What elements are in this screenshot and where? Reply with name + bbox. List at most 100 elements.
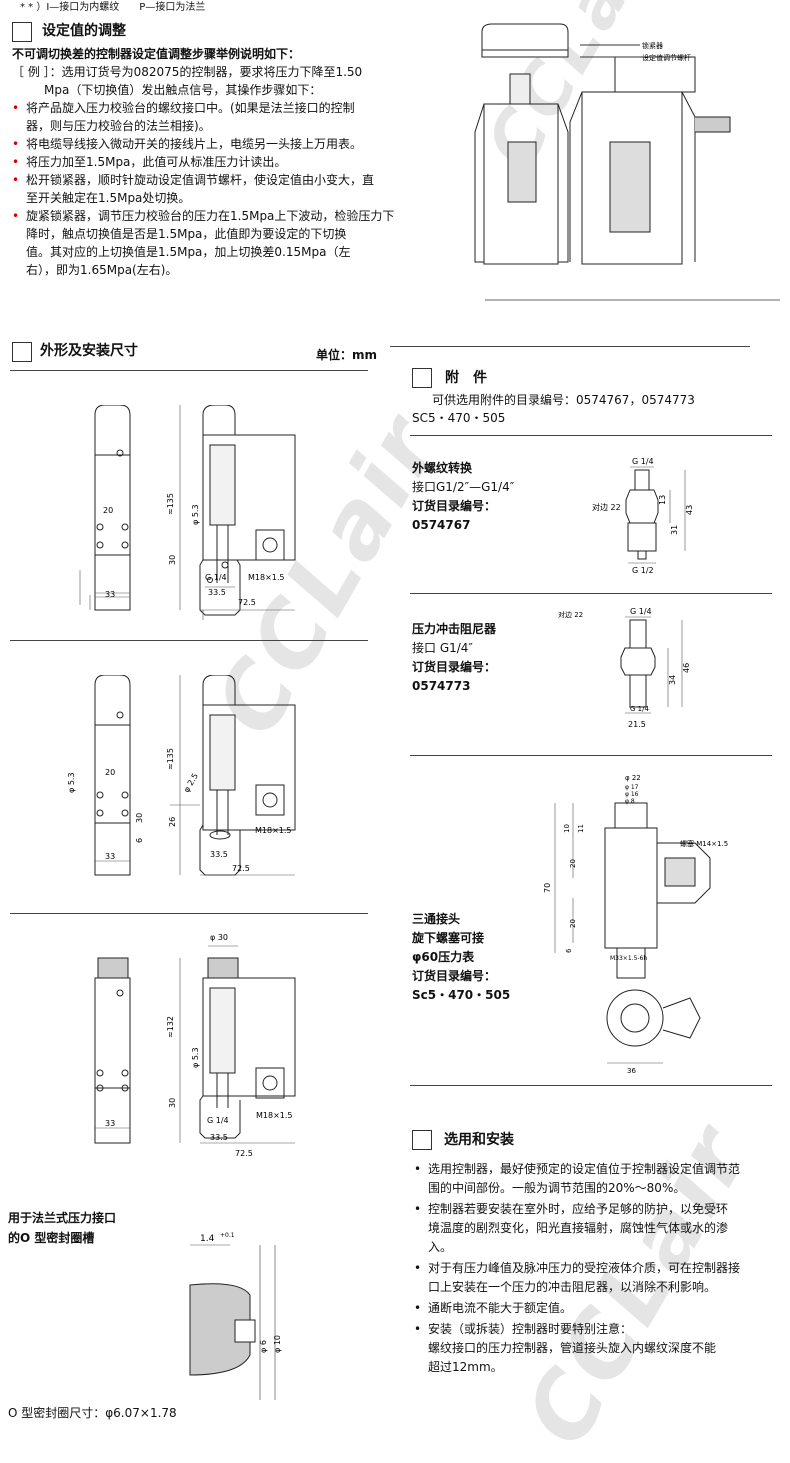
section-title-selection: 选用和安装 — [444, 1132, 514, 1148]
dimension-figure-3: φ 30 ≈132 φ 5.3 30 G 1/4 M18×1.5 33.5 33… — [94, 933, 296, 1158]
flange-title-2: 的O 型密封圈槽 — [8, 1231, 95, 1245]
dim-1-4: 1.4 — [200, 1234, 215, 1244]
accessory-text-line: 订货目录编号： — [412, 499, 497, 513]
dim-22-dia: φ 22 — [625, 774, 641, 782]
screw-label: 设定值调节螺杆 — [642, 53, 691, 62]
accessory-text-line: 接口 G1/4″ — [412, 641, 473, 655]
dim-g12: G 1/2 — [632, 566, 654, 575]
setpoint-diagram: 锁紧器 设定值调节螺杆 — [474, 23, 780, 301]
dim-72-5: 72.5 — [232, 864, 250, 873]
dim-6: 6 — [565, 948, 573, 953]
dim-20-lower: 20 — [569, 919, 577, 928]
dim-g14: G 1/4 — [630, 607, 652, 616]
dim-30: 30 — [168, 555, 177, 565]
dim-33: 33 — [105, 852, 115, 861]
oring-size: O 型密封圈尺寸：φ6.07×1.78 — [8, 1406, 177, 1420]
dim-20: 20 — [103, 506, 113, 515]
divider — [10, 640, 368, 641]
selection-line: 通断电流不能大于额定值。 — [428, 1301, 573, 1315]
dim-6: 6 — [135, 838, 144, 843]
setpoint-step-line: 将产品旋入压力校验台的螺纹接口中。(如果是法兰接口的控制 — [26, 101, 355, 115]
section-title-dimensions: 外形及安装尺寸 — [40, 343, 138, 359]
dim-30-dia: φ 30 — [210, 933, 228, 942]
dim-135: ≈135 — [166, 748, 175, 770]
dim-34: 34 — [668, 675, 677, 685]
accessory-text-line: 0574767 — [412, 518, 471, 532]
selection-line: 螺纹接口的压力控制器，管道接头旋入内螺纹深度不能 — [428, 1341, 717, 1355]
section-checkbox — [412, 368, 432, 388]
dim-21-5: 21.5 — [628, 720, 646, 729]
divider — [10, 370, 368, 371]
selection-line: 境温度的剧烈变化，阳光直接辐射，腐蚀性气体或水的渗 — [428, 1221, 729, 1235]
dim-33: 33 — [105, 1119, 115, 1128]
divider — [410, 435, 772, 436]
accessory-text-line: 订货目录编号： — [412, 969, 497, 983]
dim-8-dia: φ 8 — [625, 798, 635, 805]
accessory-text-line: Sc5・470・505 — [412, 988, 511, 1002]
accessory-code-sc5: SC5・470・505 — [412, 411, 506, 425]
setpoint-step-line: 松开锁紧器，顺时针旋动设定值调节螺杆，使设定值由小变大，直 — [26, 173, 375, 187]
setpoint-step-line: 将压力加至1.5Mpa，此值可从标准压力计读出。 — [26, 155, 287, 169]
dim-g14: G 1/4 — [205, 573, 227, 582]
accessory-text-line: 0574773 — [412, 679, 471, 693]
divider — [410, 755, 772, 756]
dim-43: 43 — [685, 505, 694, 515]
unit-label: 单位：mm — [316, 348, 378, 362]
bullet: • — [414, 1202, 422, 1216]
divider — [390, 346, 750, 347]
dim-135: ≈135 — [166, 493, 175, 515]
dim-g14: G 1/4 — [207, 1116, 229, 1125]
dim-5-3: φ 5.3 — [67, 772, 76, 793]
dim-10-dia: φ 10 — [273, 1335, 282, 1353]
accessory-text-line: 订货目录编号： — [412, 660, 497, 674]
dim-2-5: φ 2.5 — [182, 772, 200, 794]
bullet: • — [12, 137, 20, 151]
dim-70: 70 — [543, 883, 552, 893]
accessory-tee-diagram: φ 22 φ 17 φ 16 φ 8 10 11 20 70 20 6 螺塞 M… — [543, 774, 728, 1075]
dimension-figure-2: φ 5.3 20 φ 2.5 ≈135 26 30 6 M18×1.5 33.5… — [67, 675, 296, 876]
dim-g14-bottom: G 1/4 — [630, 705, 649, 713]
dim-20-upper: 20 — [569, 859, 577, 868]
dim-m33: M33×1.5-6h — [610, 955, 647, 962]
dim-hex-22: 对边 22 — [592, 502, 621, 512]
plug-m14-label: 螺塞 M14×1.5 — [680, 839, 728, 848]
dim-72-5: 72.5 — [235, 1149, 253, 1158]
setpoint-step-line: 器，则与压力校验台的法兰相接)。 — [26, 119, 211, 133]
selection-line: 围的中间部份。一般为调节范围的20%～80%。 — [428, 1181, 686, 1195]
dim-13: 13 — [658, 495, 667, 505]
setpoint-step-line: 右），即为1.65Mpa(左右)。 — [26, 263, 178, 277]
dim-33: 33 — [105, 590, 115, 599]
selection-line: 安装（或拆装）控制器时要特别注意： — [428, 1322, 633, 1336]
dim-33-5: 33.5 — [210, 850, 228, 859]
dim-31: 31 — [670, 525, 679, 535]
dim-20: 20 — [105, 768, 115, 777]
flange-groove-diagram: 1.4 +0.1 φ 6 φ 10 — [189, 1232, 282, 1400]
flange-title-1: 用于法兰式压力接口 — [8, 1211, 117, 1225]
section-checkbox — [412, 1130, 432, 1150]
setpoint-step-line: 旋紧锁紧器，调节压力校验台的压力在1.5Mpa上下波动，检验压力下 — [26, 209, 395, 223]
dim-46: 46 — [682, 663, 691, 673]
bullet: • — [12, 101, 20, 115]
dim-17-dia: φ 17 — [625, 784, 639, 791]
dim-30: 30 — [168, 1098, 177, 1108]
accessory-codes: 可供选用附件的目录编号：0574767，0574773 — [432, 393, 695, 407]
dim-30: 30 — [135, 813, 144, 823]
bullet: • — [414, 1301, 422, 1315]
dim-m18: M18×1.5 — [255, 826, 292, 835]
setpoint-step-line: 降时，触点切换值是否是1.5Mpa，此值即为要设定的下切换 — [26, 227, 347, 241]
dim-5-3: φ 5.3 — [191, 1047, 200, 1068]
selection-line: 选用控制器，最好使预定的设定值位于控制器设定值调节范 — [428, 1162, 741, 1176]
dim-33-5: 33.5 — [208, 588, 226, 597]
setpoint-step-line: 将电缆导线接入微动开关的接线片上，电缆另一头接上万用表。 — [26, 137, 363, 151]
dim-26: 26 — [168, 817, 177, 827]
accessory-text-line: 三通接头 — [412, 912, 461, 926]
lock-label: 锁紧器 — [642, 41, 663, 50]
dim-132: ≈132 — [166, 1016, 175, 1038]
selection-line: 入。 — [428, 1240, 453, 1254]
dim-hex-22: 对边 22 — [558, 610, 583, 619]
dim-10: 10 — [563, 824, 571, 833]
accessory-text-line: 旋下螺塞可接 — [412, 931, 485, 945]
bullet: • — [12, 155, 20, 169]
bullet: • — [414, 1261, 422, 1275]
dim-m18: M18×1.5 — [256, 1111, 293, 1120]
